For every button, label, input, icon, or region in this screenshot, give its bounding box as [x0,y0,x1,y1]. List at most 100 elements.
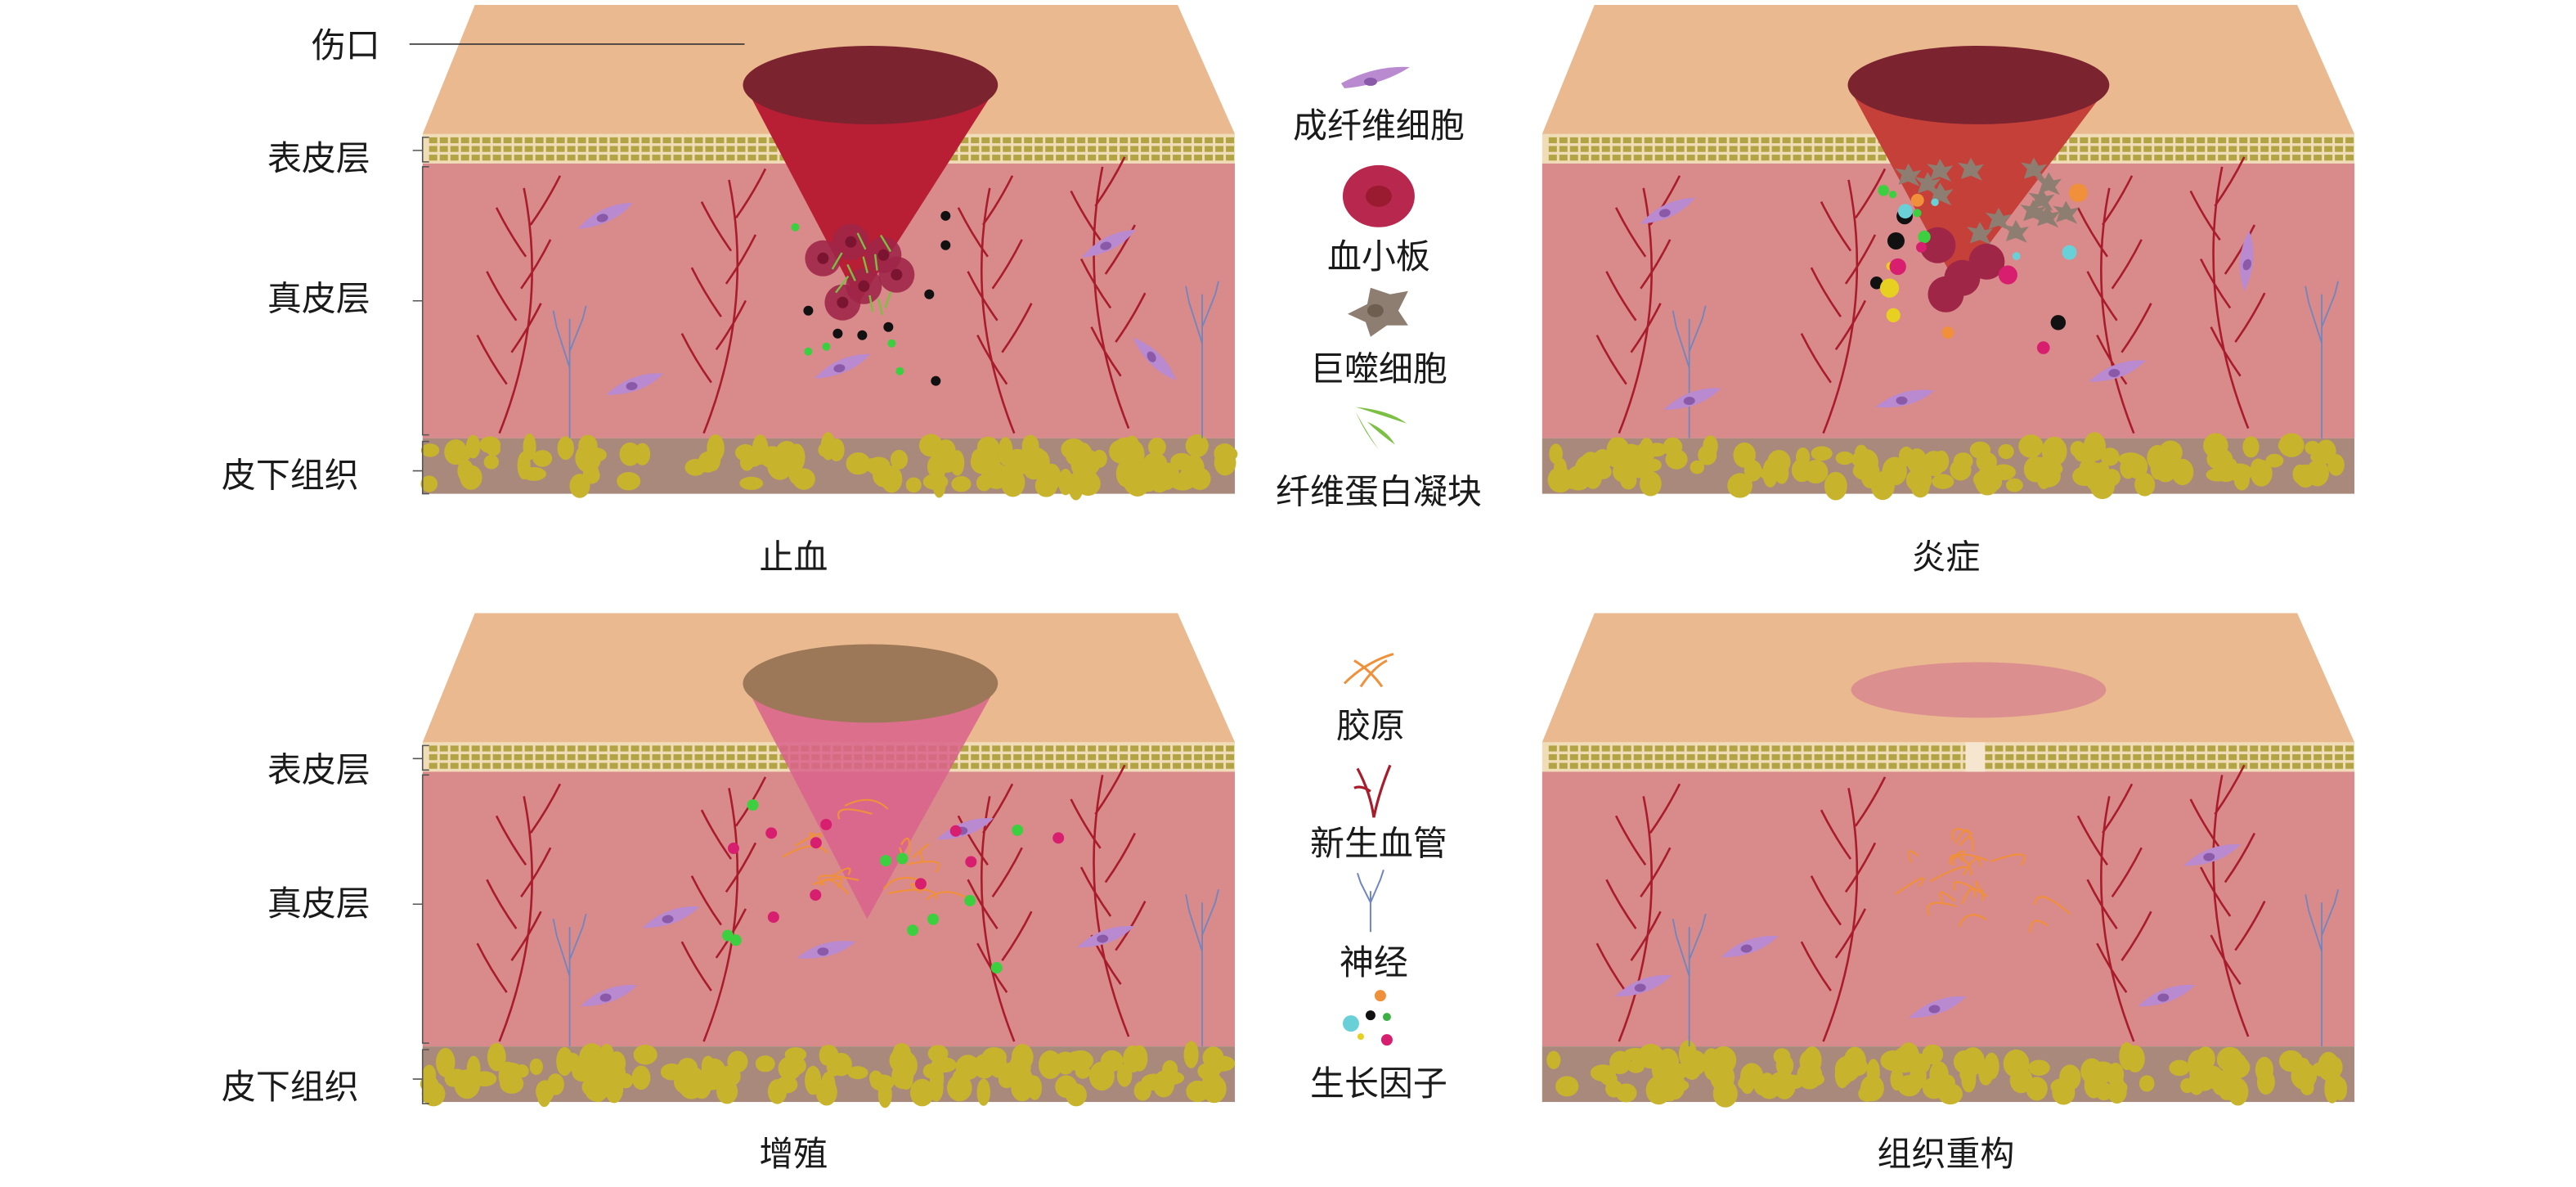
fat-cell [998,437,1013,466]
epidermis-cell [1697,155,1706,161]
fibrin-clot-icon [1355,407,1407,450]
epidermis-cell [1109,146,1118,152]
epidermis-cell [737,146,746,152]
epidermis-cell [577,146,586,152]
epidermis-cell [1782,137,1791,144]
epidermis-cell [567,146,576,152]
epidermis-cell [1761,137,1770,144]
epidermis-cell [439,753,448,761]
epidermis-cell [631,762,640,769]
cell-particle [931,375,941,386]
fat-cell [2198,1051,2212,1076]
epidermis-cell [439,762,448,769]
epidermis-cell [2175,146,2184,152]
epidermis-cell [1697,745,1706,752]
epidermis-cell [1109,762,1118,769]
epidermis-cell [1718,745,1727,752]
growth-factor [747,799,759,812]
fat-cell [2212,1076,2231,1096]
fibrin-strand [856,232,867,250]
epidermis-cell [1739,762,1748,769]
epidermis-cell [2026,745,2035,752]
fat-cell [532,450,553,467]
label-subcutis-top: 皮下组织 [222,456,359,496]
epidermis-cell [1013,137,1022,144]
epidermis-cell [2250,762,2259,769]
collagen-fiber [1929,866,1972,883]
new-vessel-icon [1353,764,1392,818]
fat-cell [2316,439,2336,463]
epidermis-cell [524,146,533,152]
growth-factor [1931,198,1939,206]
macrophage [1895,163,1922,187]
epidermis-cell [1024,146,1033,152]
blood-vessel [680,168,767,434]
epidermis-cell [599,745,608,752]
fat-cell [2311,1061,2332,1077]
epidermis-cell [1601,762,1610,769]
epidermis-cell [2165,762,2174,769]
epidermis-cell [2069,137,2078,144]
epidermis-cell [2133,146,2142,152]
fat-cell [1932,474,1954,489]
fibroblast [814,353,871,379]
fibrin-strand [868,295,874,312]
epidermis-cell [1814,137,1823,144]
epidermis-cell [1835,155,1844,161]
epidermis-cell [1591,745,1600,752]
epidermis-cell [1793,762,1802,769]
epidermis-cell [1803,745,1812,752]
epidermis-cell [1931,762,1940,769]
epidermis-cell [609,745,618,752]
epidermis-cell [2207,745,2216,752]
epidermis-cell [2112,753,2120,761]
epidermis-cell [2058,146,2067,152]
epidermis-cell [2335,762,2344,769]
epidermis-cell [1226,762,1235,769]
fibrin-strand [884,291,892,308]
epidermis-cell [1803,137,1812,144]
fat-cell [1744,460,1762,482]
growth-factor [765,827,778,839]
epidermis-cell [524,137,533,144]
epidermis-cell [1162,753,1171,761]
epidermis-cell [2218,155,2227,161]
epidermis-cell [2345,745,2354,752]
epidermis-cell [1867,146,1876,152]
fat-cell [2169,1059,2190,1077]
fat-cell [1055,1075,1078,1099]
fat-cell [420,475,438,492]
blood-vessel [2076,783,2152,1042]
growth-factor [1886,308,1901,322]
epidermis-cell [1888,753,1897,761]
title-inflammation: 炎症 [1911,537,1980,578]
fibroblast-nucleus [2108,369,2120,378]
fat-cell [2089,472,2115,500]
fibroblast [1077,925,1134,948]
epidermis-cell [2218,753,2227,761]
epidermis-cell [2154,745,2163,752]
epidermis-cell [1077,137,1086,144]
epidermis-cell [631,146,640,152]
epidermis-cell [2345,137,2354,144]
fat-cell [633,1045,657,1065]
epidermis-cell [960,155,969,161]
platelet [1968,243,2005,280]
epidermis-cell [1098,137,1107,144]
epidermis-cell [737,745,746,752]
fat-cell [734,444,756,461]
fibroblast-nucleus [2203,852,2215,861]
epidermis-cell [599,146,608,152]
fat-cell [2171,458,2194,486]
epidermis-cell [2133,762,2142,769]
epidermis-cell [1226,146,1235,152]
epidermis-cell [2080,745,2089,752]
epidermis-cell [694,753,703,761]
epidermis-cell [684,155,693,161]
epidermis-cell [1856,753,1865,761]
epidermis-cell [503,155,512,161]
fat-cell [1690,460,1705,474]
epidermis-cell [2058,155,2067,161]
epidermis-cell [1559,155,1568,161]
epidermis-cell [684,146,693,152]
